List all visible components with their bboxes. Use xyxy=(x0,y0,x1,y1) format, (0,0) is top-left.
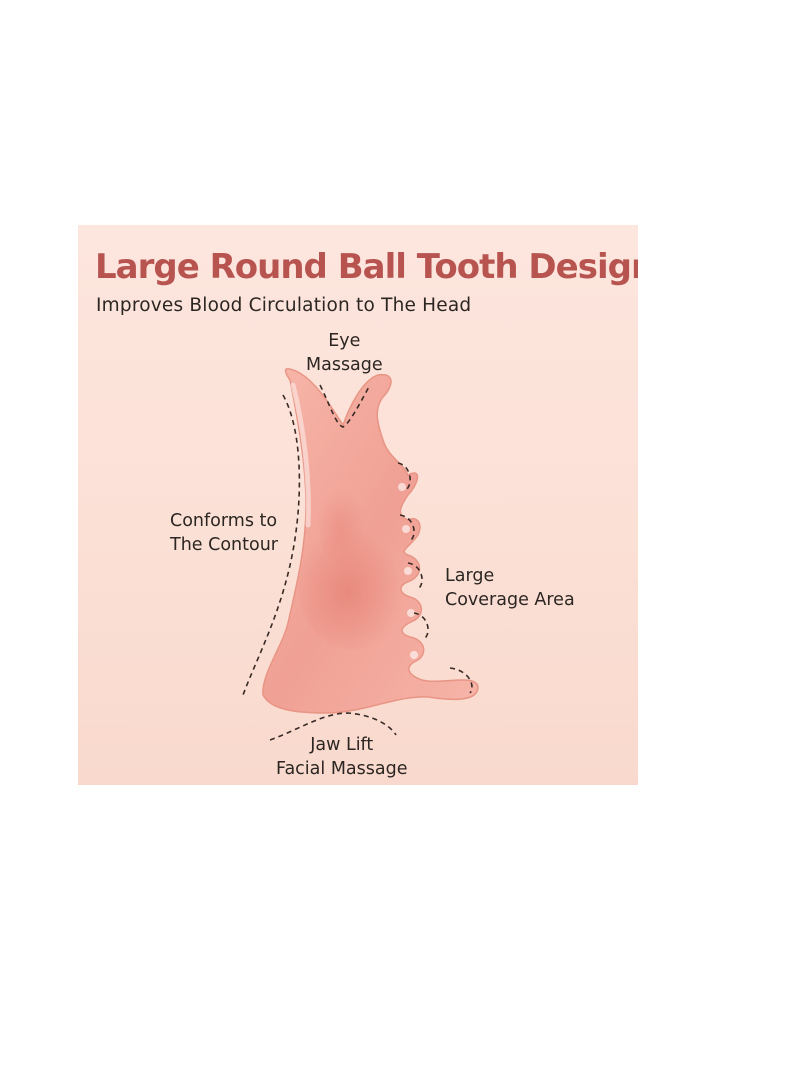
coverage-label: Large Coverage Area xyxy=(445,564,575,612)
gua-sha-comb-image xyxy=(242,368,479,741)
jaw-lift-label: Jaw Lift Facial Massage xyxy=(276,733,407,781)
coverage-label-line2: Coverage Area xyxy=(445,590,575,610)
eye-label-line2: Massage xyxy=(306,355,383,375)
page-title: Large Round Ball Tooth Design xyxy=(95,247,638,287)
contour-label-line2: The Contour xyxy=(170,535,278,555)
jaw-label-line2: Facial Massage xyxy=(276,759,408,779)
dashed-guide-line xyxy=(242,384,473,741)
coverage-label-line1: Large xyxy=(445,566,495,586)
page-subtitle: Improves Blood Circulation to The Head xyxy=(96,295,472,316)
contour-label: Conforms to The Contour xyxy=(170,509,278,557)
jaw-label-line1: Jaw Lift xyxy=(310,735,374,755)
product-panel: Large Round Ball Tooth Design Improves B… xyxy=(78,225,638,785)
eye-label-line1: Eye xyxy=(328,331,361,351)
contour-label-line1: Conforms to xyxy=(170,511,278,531)
eye-massage-label: Eye Massage xyxy=(306,329,383,377)
